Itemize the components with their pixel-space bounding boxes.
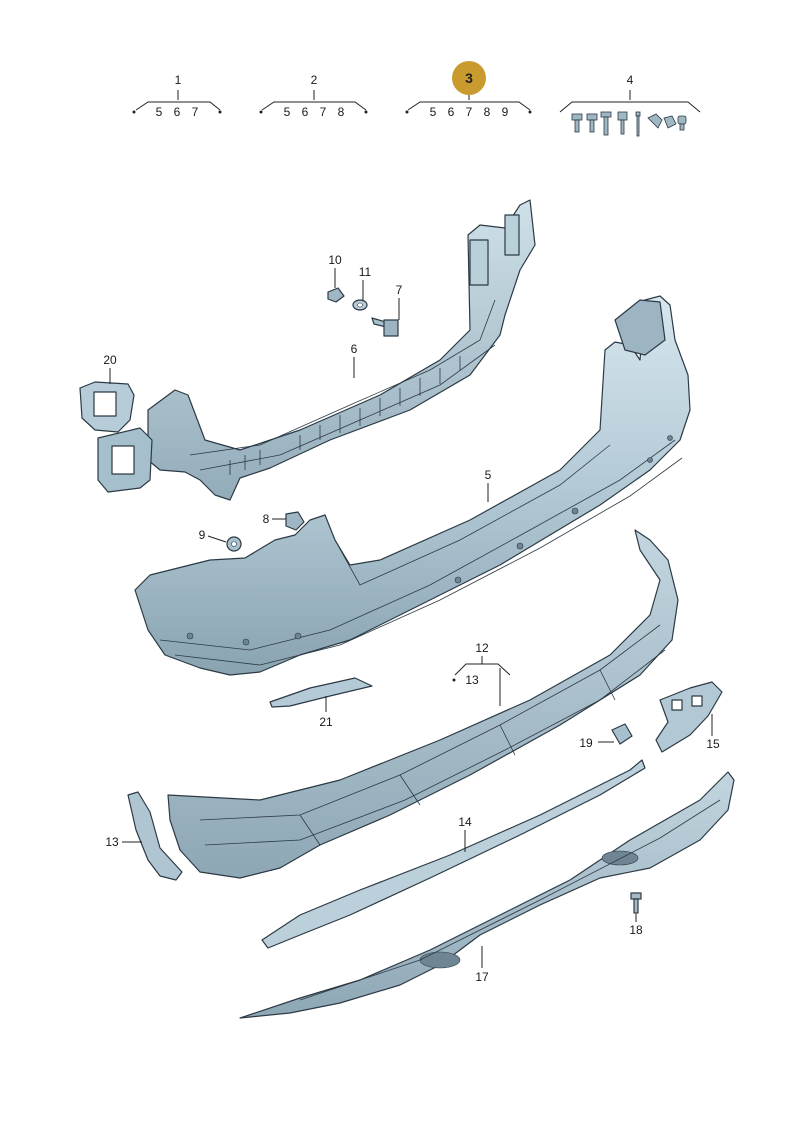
header-group-4: 4 [559, 73, 701, 137]
group-1-label: 1 [175, 73, 182, 87]
bumper-cover-part-5[interactable] [134, 295, 691, 676]
group-2-sub-1: 5 [284, 105, 291, 119]
washer-part-11[interactable] [352, 299, 368, 311]
screw-part-18[interactable] [630, 892, 642, 914]
svg-text:10: 10 [328, 253, 342, 267]
nut-part-9[interactable] [226, 536, 242, 552]
group-4-label: 4 [627, 73, 634, 87]
svg-text:9: 9 [199, 528, 206, 542]
callout-11: 11 [359, 265, 372, 300]
side-trim-part-13[interactable] [127, 791, 183, 881]
group-2-label: 2 [311, 73, 318, 87]
svg-text:19: 19 [579, 736, 593, 750]
svg-text:12: 12 [475, 641, 489, 655]
svg-text:13: 13 [465, 673, 479, 687]
group-2-sub-4: 8 [338, 105, 345, 119]
callout-8: 8 [263, 512, 286, 526]
header-group-2: 2 5 6 7 8 [259, 73, 368, 119]
callout-5: 5 [485, 468, 492, 502]
bumper-carrier-part-6[interactable] [147, 199, 536, 501]
group-1-sub-1: 5 [156, 105, 163, 119]
corner-bracket-part-15[interactable] [655, 681, 723, 753]
svg-text:17: 17 [475, 970, 489, 984]
callout-10: 10 [328, 253, 342, 288]
group-3-sub-1: 5 [430, 105, 437, 119]
callout-14: 14 [458, 815, 472, 852]
svg-text:8: 8 [263, 512, 270, 526]
callout-6: 6 [351, 342, 358, 378]
group-3-sub-5: 9 [502, 105, 509, 119]
group-3-sub-3: 7 [466, 105, 473, 119]
svg-text:18: 18 [629, 923, 643, 937]
svg-text:20: 20 [103, 353, 117, 367]
clip-part-8[interactable] [285, 511, 305, 531]
group-3-label: 3 [465, 70, 473, 86]
callout-13: 13 [105, 835, 142, 849]
callout-9: 9 [199, 528, 227, 543]
callout-17: 17 [475, 946, 489, 984]
group-3-sub-2: 6 [448, 105, 455, 119]
fastener-part-10[interactable] [327, 287, 345, 303]
clip-part-19[interactable] [611, 723, 633, 745]
callout-7: 7 [396, 283, 403, 320]
trim-strip-part-14[interactable] [261, 759, 646, 949]
callout-12: 12 13 [452, 641, 511, 706]
svg-text:6: 6 [351, 342, 358, 356]
group-2-sub-2: 6 [302, 105, 309, 119]
bolt-part-7[interactable] [371, 317, 399, 337]
callout-19: 19 [579, 736, 614, 750]
callout-18: 18 [629, 914, 643, 937]
diffuser-part-17[interactable] [239, 771, 735, 1019]
lower-cover-part-12[interactable] [167, 529, 679, 879]
svg-text:15: 15 [706, 737, 720, 751]
svg-text:13: 13 [105, 835, 119, 849]
svg-text:11: 11 [359, 265, 372, 279]
group-1-sub-3: 7 [192, 105, 199, 119]
group-1-sub-2: 6 [174, 105, 181, 119]
callout-15: 15 [706, 714, 720, 751]
reflector-part-21[interactable] [269, 677, 373, 708]
callout-21: 21 [319, 696, 333, 729]
header-group-3[interactable]: 3 5 6 7 8 9 [405, 61, 532, 119]
callout-20: 20 [103, 353, 117, 384]
fastener-set-icon [571, 111, 687, 137]
svg-text:5: 5 [485, 468, 492, 482]
svg-text:21: 21 [319, 715, 333, 729]
group-3-sub-4: 8 [484, 105, 491, 119]
group-2-sub-3: 7 [320, 105, 327, 119]
svg-text:7: 7 [396, 283, 403, 297]
header-group-1: 1 5 6 7 [132, 73, 222, 119]
svg-text:14: 14 [458, 815, 472, 829]
selected-group-badge[interactable] [452, 61, 486, 95]
side-bracket-part-20[interactable] [79, 381, 153, 493]
